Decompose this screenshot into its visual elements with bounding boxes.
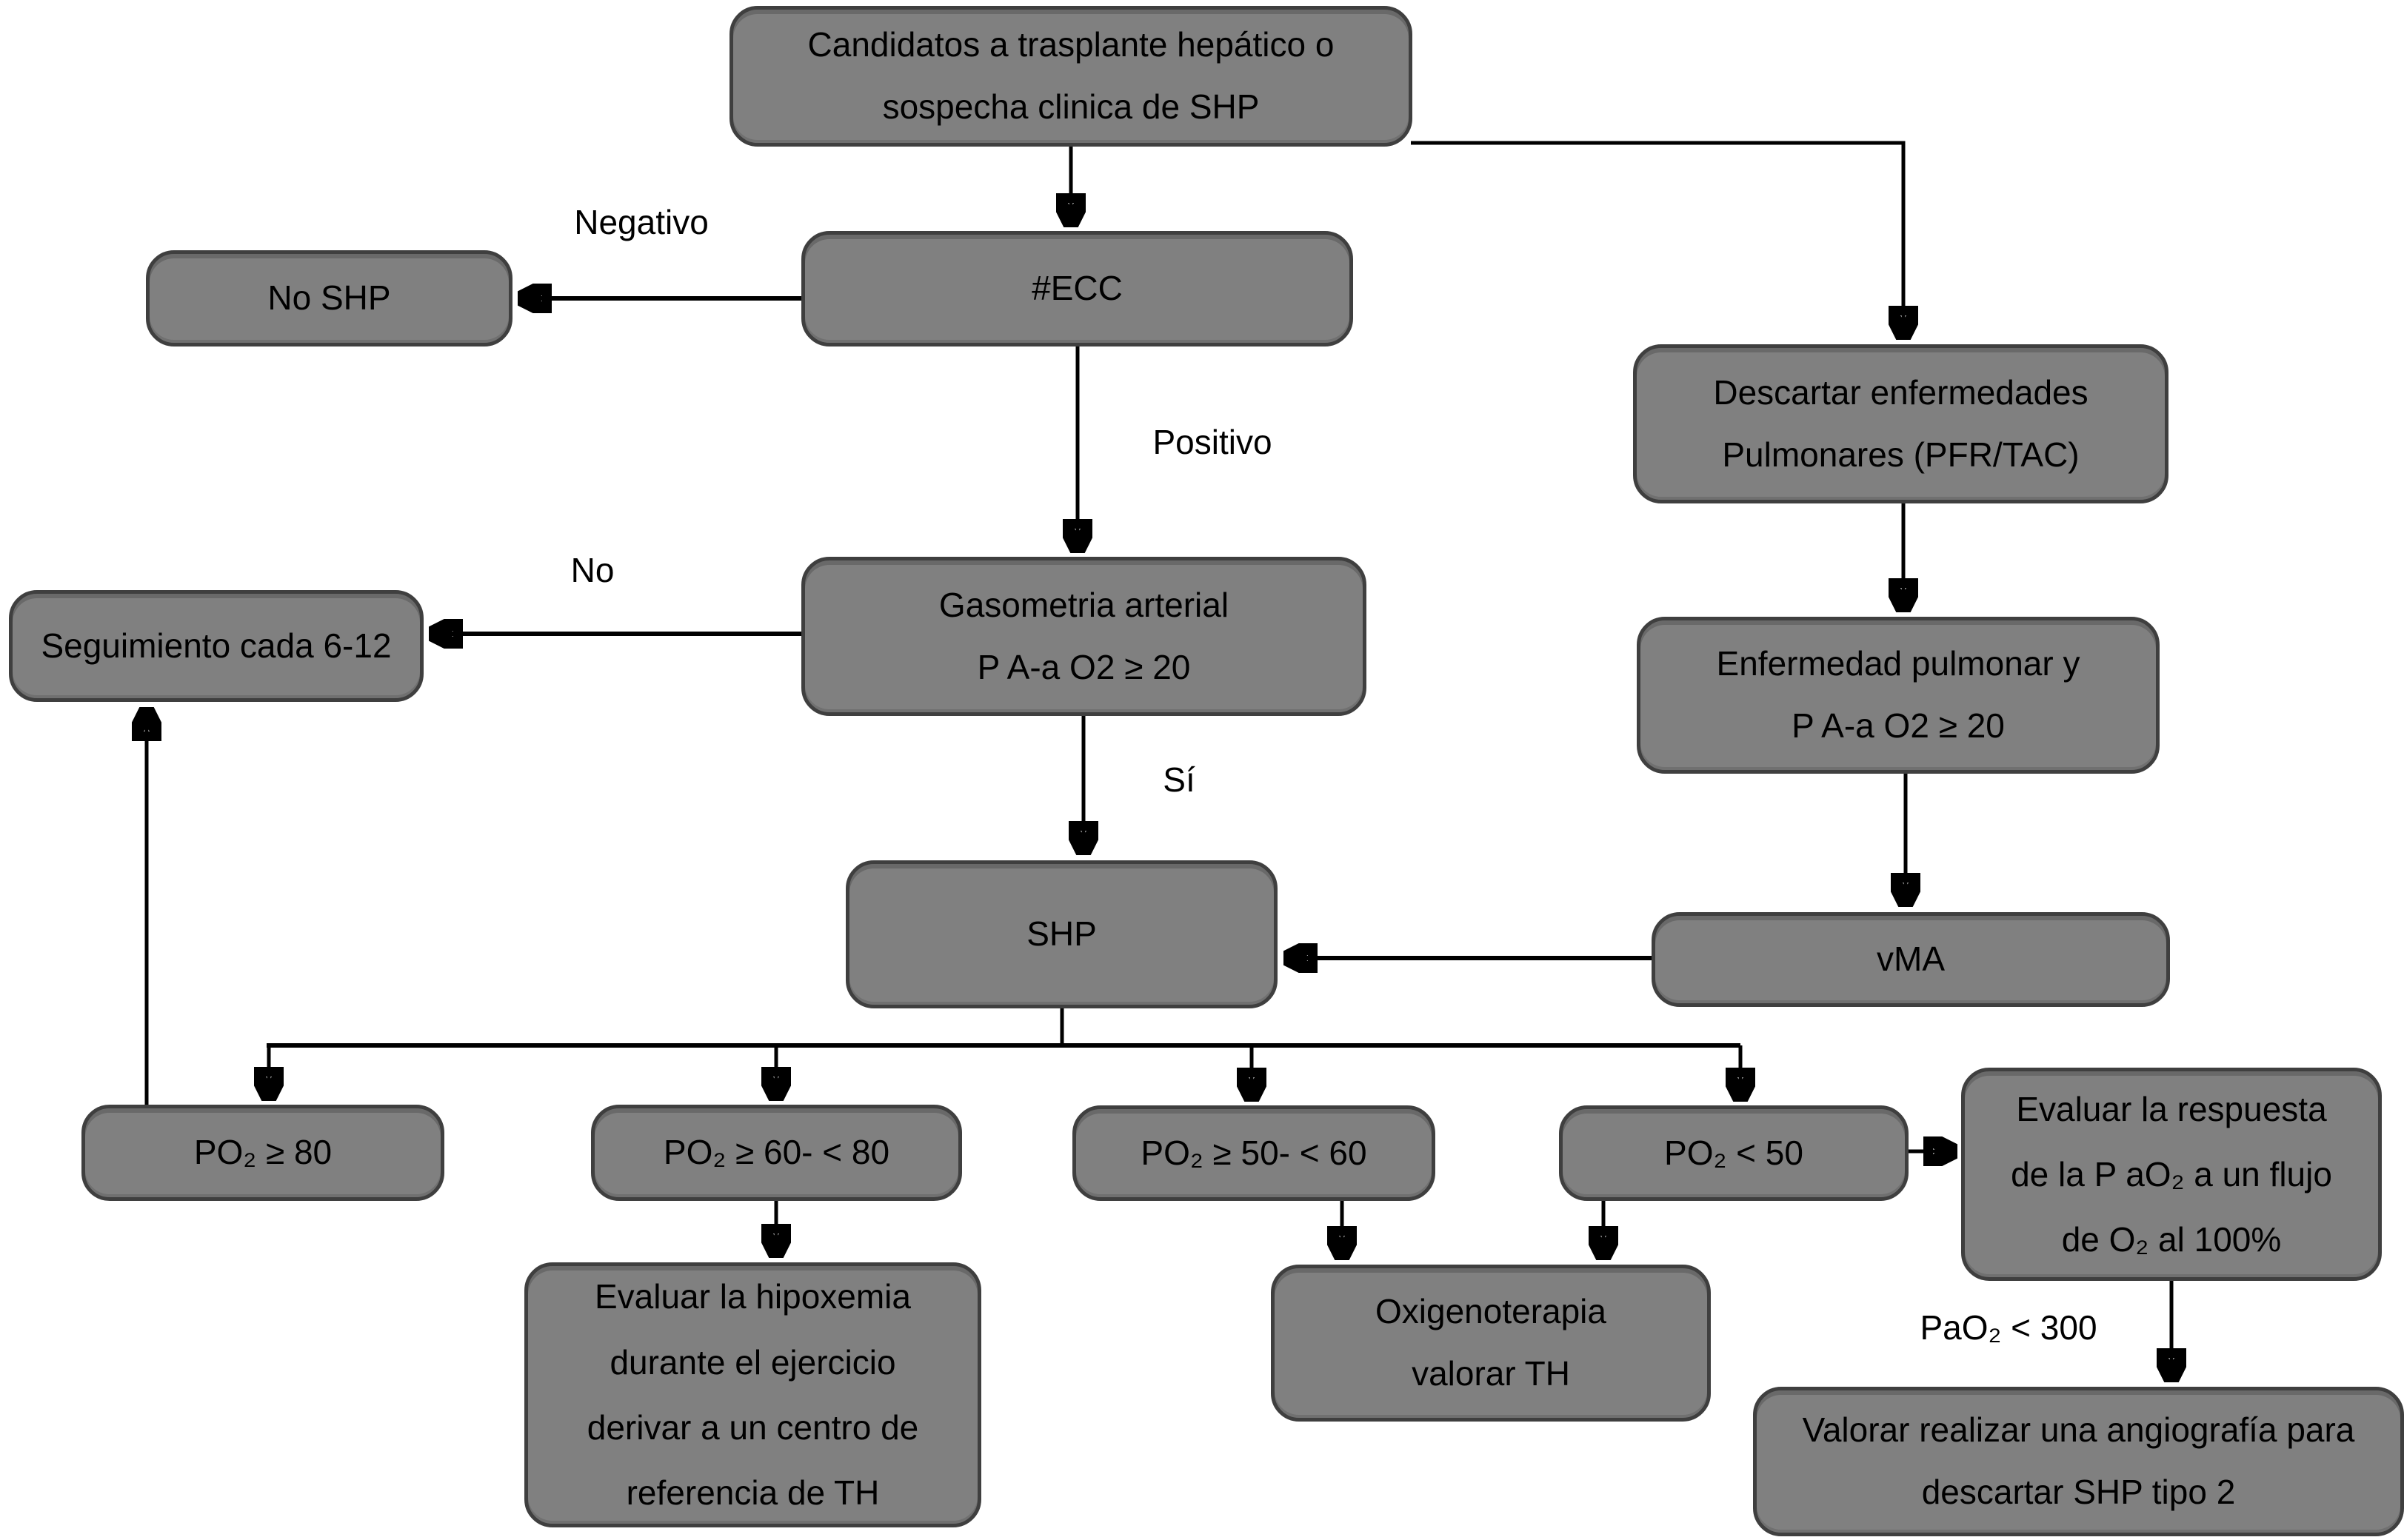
node-text: P A-a O2 ≥ 20 [1792, 706, 2005, 745]
node-text: de la P aO₂ a un flujo [2011, 1154, 2332, 1194]
edge-label-pao2-300: PaO₂ < 300 [1920, 1308, 2097, 1347]
node-enfermedad-pulmonar: Enfermedad pulmonar y P A-a O2 ≥ 20 [1637, 617, 2160, 774]
node-evaluar-respuesta-o2: Evaluar la respuesta de la P aO₂ a un fl… [1961, 1068, 2382, 1281]
node-text: PO₂ ≥ 80 [193, 1133, 333, 1172]
node-text: valorar TH [1412, 1354, 1570, 1393]
node-text: vMA [1877, 940, 1945, 979]
node-text: Seguimiento cada 6-12 [41, 626, 392, 665]
node-po2-lt-50: PO₂ < 50 [1559, 1105, 1909, 1201]
edge-label-positivo: Positivo [1152, 423, 1272, 461]
node-text: Pulmonares (PFR/TAC) [1722, 435, 2080, 474]
edge-label-no: No [570, 551, 615, 589]
node-text: durante el ejercicio [610, 1342, 896, 1382]
node-text: Valorar realizar una angiografía para [1802, 1410, 2355, 1450]
node-text: SHP [1026, 914, 1097, 954]
node-text: Evaluar la respuesta [2016, 1089, 2327, 1128]
node-text: de O₂ al 100% [2061, 1220, 2282, 1259]
node-text: PO₂ ≥ 60- < 80 [663, 1133, 890, 1172]
node-text: PO₂ < 50 [1664, 1133, 1803, 1172]
node-text: #ECC [1032, 269, 1123, 308]
node-po2-50-60: PO₂ ≥ 50- < 60 [1072, 1105, 1435, 1201]
node-text: descartar SHP tipo 2 [1921, 1473, 2236, 1511]
node-seguimiento: Seguimiento cada 6-12 [9, 590, 424, 702]
node-candidatos-trasplante: Candidatos a trasplante hepático o sospe… [729, 6, 1412, 147]
node-text: referencia de TH [626, 1473, 880, 1513]
edge-label-si: Sí [1163, 760, 1195, 799]
node-text: Evaluar la hipoxemia [594, 1277, 911, 1316]
node-text: PO₂ ≥ 50- < 60 [1141, 1133, 1367, 1172]
edge-label-negativo: Negativo [574, 203, 709, 241]
node-valorar-angiografia: Valorar realizar una angiografía para de… [1753, 1387, 2404, 1536]
node-evaluar-hipoxemia: Evaluar la hipoxemia durante el ejercici… [524, 1262, 981, 1527]
node-ecc: #ECC [801, 231, 1353, 346]
node-po2-60-80: PO₂ ≥ 60- < 80 [591, 1105, 962, 1201]
node-text: Candidatos a trasplante hepático o [807, 25, 1335, 64]
node-vma: vMA [1652, 912, 2170, 1007]
node-text: No SHP [267, 278, 391, 318]
node-po2-ge-80: PO₂ ≥ 80 [81, 1105, 444, 1201]
node-text: Gasometria arterial [938, 585, 1229, 624]
node-text: P A-a O2 ≥ 20 [977, 647, 1191, 686]
edge-candidatos-to-descartar [1411, 141, 1903, 335]
node-text: Oxigenoterapia [1375, 1292, 1606, 1331]
node-text: sospecha clinica de SHP [882, 87, 1260, 126]
node-no-shp: No SHP [146, 250, 512, 346]
node-descartar-enfermedades: Descartar enfermedades Pulmonares (PFR/T… [1633, 344, 2168, 503]
node-oxigenoterapia: Oxigenoterapia valorar TH [1271, 1265, 1711, 1422]
node-shp: SHP [846, 860, 1278, 1008]
node-text: derivar a un centro de [587, 1408, 919, 1447]
node-text: Enfermedad pulmonar y [1716, 644, 2080, 683]
node-text: Descartar enfermedades [1713, 372, 2089, 412]
node-gasometria-arterial: Gasometria arterial P A-a O2 ≥ 20 [801, 557, 1366, 716]
